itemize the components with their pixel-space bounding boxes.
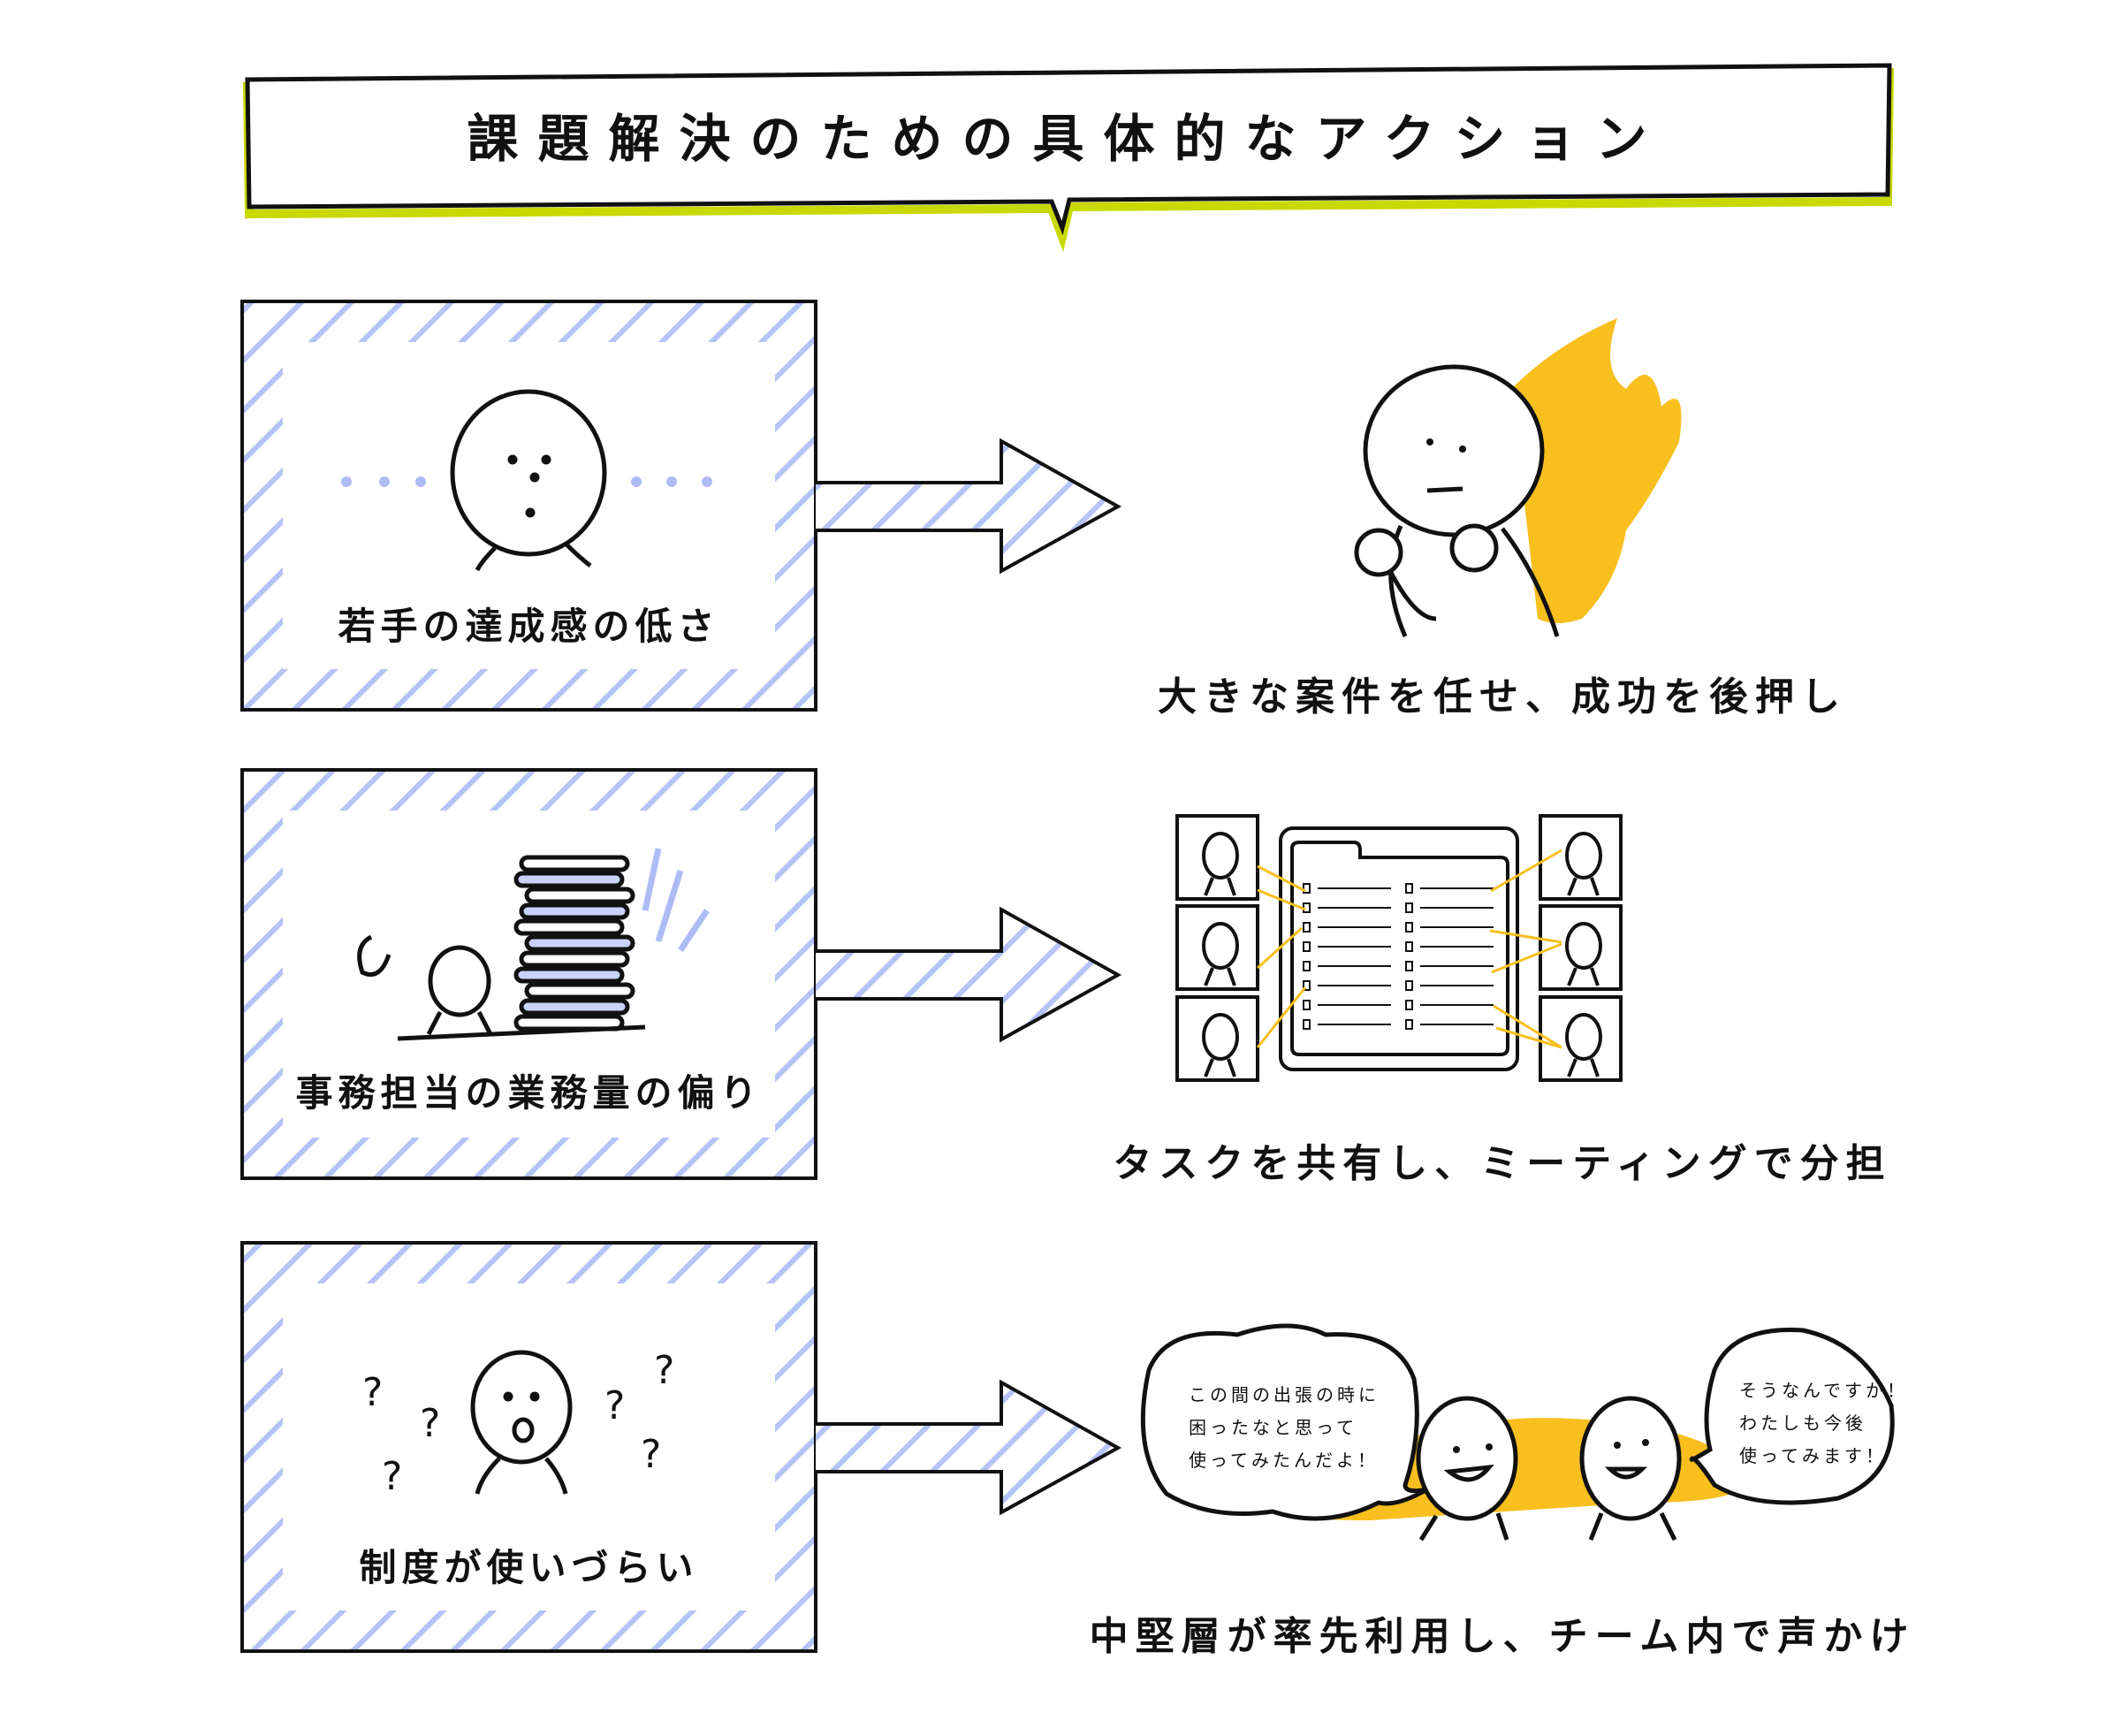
task-sharing-illustration <box>1175 814 1623 1082</box>
task-item <box>1405 961 1494 971</box>
task-item <box>1303 961 1391 971</box>
paper-stack-illustration <box>357 848 710 1041</box>
fire-icon <box>1511 318 1682 623</box>
task-item <box>1405 980 1494 991</box>
problem-label-1: 若手の達成感の低さ <box>338 605 720 648</box>
svg-text:?: ? <box>420 1401 440 1446</box>
problem-label-3: 制度が使いづらい <box>359 1546 699 1589</box>
problem-box-3 <box>240 1241 817 1653</box>
paper-sheet <box>513 966 625 984</box>
svg-text:?: ? <box>604 1383 625 1428</box>
team-member-frame <box>1539 814 1623 901</box>
team-member-frame <box>1175 904 1259 991</box>
quiet-person-illustration <box>450 389 607 572</box>
svg-text:?: ? <box>654 1348 674 1393</box>
page-title: 課題解決のための具体的なアクション <box>467 109 1667 169</box>
problem-label-2: 事務担当の業務量の偏り <box>295 1071 763 1115</box>
arrow-2 <box>816 906 1122 1043</box>
svg-text:?: ? <box>641 1432 661 1477</box>
task-item <box>1303 941 1391 952</box>
task-item <box>1303 1000 1391 1010</box>
task-item <box>1405 941 1494 952</box>
question-marks: ??? ??? <box>362 1348 674 1499</box>
ellipsis-dots <box>341 476 712 487</box>
action-label-1: 大きな案件を任せ、成功を後押し <box>1158 674 1847 720</box>
svg-text:?: ? <box>382 1454 402 1499</box>
confused-person-illustration <box>470 1350 573 1495</box>
paper-sheet <box>519 950 630 968</box>
task-item <box>1405 1000 1494 1010</box>
team-member-frame <box>1539 995 1623 1082</box>
team-member-frame <box>1175 995 1259 1082</box>
paper-sheet <box>519 998 630 1016</box>
paper-sheet <box>519 902 630 920</box>
task-item <box>1303 980 1391 991</box>
task-item <box>1303 1019 1391 1030</box>
task-item <box>1303 883 1391 894</box>
task-item <box>1405 902 1494 913</box>
motivated-person-illustration <box>1354 318 1682 637</box>
title-banner <box>242 63 1895 253</box>
speech-text-right: そうなんですか！ わたしも今後 使ってみます！ <box>1739 1380 1908 1466</box>
action-label-2: タスクを共有し、ミーティングで分担 <box>1113 1141 1892 1186</box>
paper-sheet <box>524 887 635 904</box>
task-item <box>1405 883 1494 894</box>
svg-text:?: ? <box>362 1370 383 1415</box>
speech-text-left: この間の出張の時に 困ったなと思って 使ってみたんだよ！ <box>1189 1384 1380 1471</box>
speech-bubble-right <box>1689 1328 1895 1505</box>
task-item <box>1405 1019 1494 1030</box>
paper-sheet <box>513 918 625 936</box>
arrow-1 <box>816 438 1122 575</box>
action-label-3: 中堅層が率先利用し、チーム内で声かけ <box>1089 1614 1916 1659</box>
paper-sheet <box>513 871 625 888</box>
paper-sheet <box>524 934 635 952</box>
team-member-frame <box>1175 814 1259 901</box>
task-item <box>1405 922 1494 933</box>
speech-bubble-left <box>1140 1323 1429 1521</box>
paper-sheet <box>519 855 630 872</box>
arrow-3 <box>816 1379 1122 1516</box>
task-item <box>1303 922 1391 933</box>
problem-box-1 <box>240 300 817 712</box>
paper-sheet <box>524 982 635 1000</box>
conversation-illustration <box>1140 1323 1895 1542</box>
